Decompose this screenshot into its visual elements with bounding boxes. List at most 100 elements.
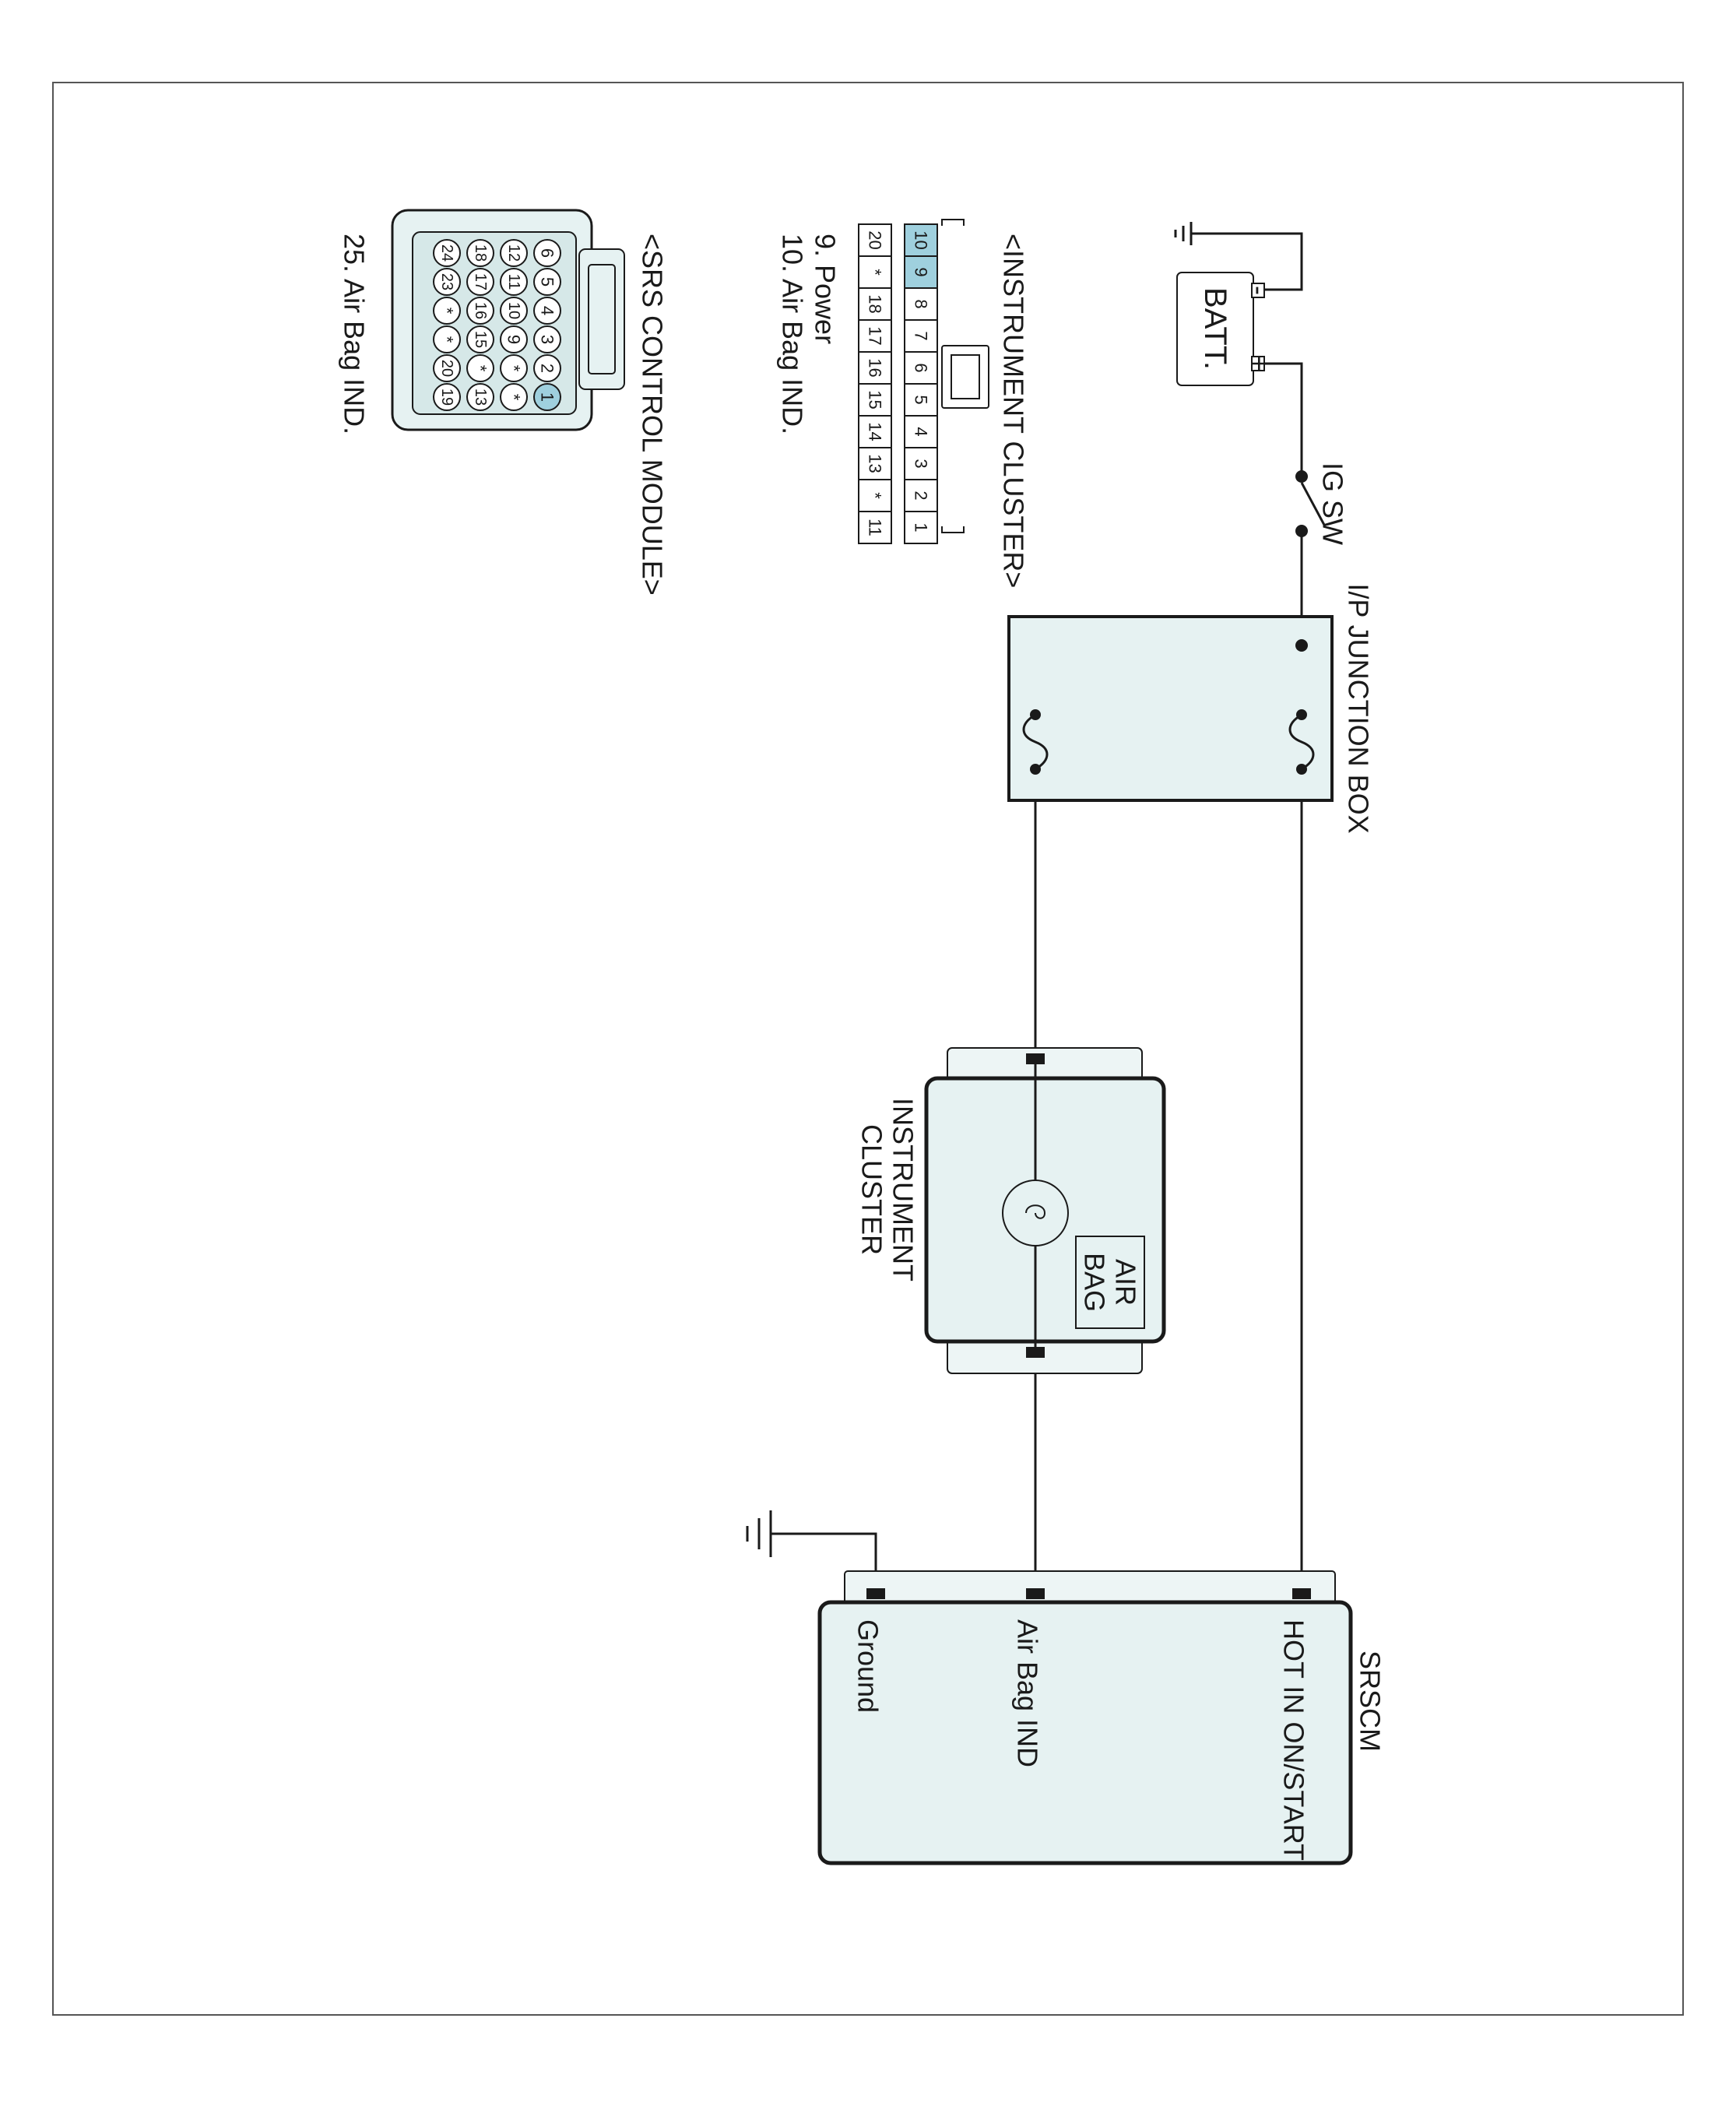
cluster-pin-label: 9 (912, 267, 931, 276)
cluster-terminal-airbag (1026, 1347, 1045, 1358)
srscm-ground-icon (746, 1510, 772, 1557)
srs-pin-cell (500, 354, 528, 382)
cluster-pin-cell (904, 351, 938, 385)
srscm-body (817, 1600, 1353, 1865)
cluster-pin-cell (904, 447, 938, 480)
srs-pin-label: 2 (538, 364, 557, 373)
srs-pin-label: 19 (438, 389, 455, 406)
srs-pin-label: 24 (438, 244, 455, 262)
ig-switch: IG SW (1295, 462, 1349, 545)
srs-pin-label: 4 (538, 306, 557, 315)
airbag-lamp-filament (1025, 1204, 1046, 1219)
battery-label: BATT. (1198, 287, 1232, 370)
srs-pin-label: 6 (538, 248, 557, 258)
srs-pin-label: 13 (472, 389, 489, 406)
cluster-pin-label: 10 (912, 230, 931, 249)
battery-pos-terminal (1251, 356, 1265, 371)
cluster-pin-cell (858, 255, 892, 289)
srs-pin-cell (533, 325, 561, 353)
srs-pin-cell (466, 325, 494, 353)
srs-pin-label: 3 (538, 335, 557, 344)
srs-pin-cell (500, 268, 528, 296)
cluster-pin-cell (904, 511, 938, 544)
srscm-terminal-airbag (1026, 1588, 1045, 1599)
cluster-pin-label: 8 (912, 299, 931, 308)
srs-pin-label: 18 (472, 244, 489, 262)
cluster-terminal-power (1026, 1053, 1045, 1064)
cluster-pin-label: 6 (912, 363, 931, 372)
srs-pin-label: * (471, 365, 490, 372)
srs-pin-label: 17 (472, 273, 489, 290)
junction-box-body (1007, 615, 1334, 802)
cluster-pin-label: 15 (866, 390, 885, 409)
srscm: HOT IN ON/START Air Bag IND Ground SRSCM (746, 1510, 1386, 1865)
srs-pin-label: 1 (538, 392, 557, 402)
srs-pin-cell (466, 383, 494, 411)
srs-pin-cell (500, 239, 528, 267)
fuse-2-icon (1022, 713, 1049, 771)
cluster-pin-label: 4 (912, 427, 931, 436)
srs-pin-cell (433, 268, 461, 296)
ig-switch-label: IG SW (1317, 462, 1349, 545)
srs-pin-cell (466, 239, 494, 267)
cluster-pin-label: 20 (866, 230, 885, 249)
cluster-label-2: CLUSTER (856, 1124, 888, 1255)
srs-pin-cell (433, 239, 461, 267)
cluster-pin-cell (858, 479, 892, 512)
cluster-pin-cell (904, 383, 938, 417)
srs-pin-cell (433, 383, 461, 411)
cluster-pin-cell (904, 287, 938, 321)
battery-neg-terminal (1251, 283, 1265, 298)
cluster-pin-label: 11 (866, 519, 885, 536)
srs-pin-cell (500, 297, 528, 325)
cluster-connector-clip-right (941, 526, 965, 533)
srs-connector-title: <SRS CONTROL MODULE> (637, 234, 669, 596)
srs-pin-label: 16 (472, 302, 489, 319)
srs-pin-cell (533, 297, 561, 325)
airbag-lamp-label-box (1075, 1236, 1145, 1329)
srs-pin-cell (533, 383, 561, 411)
srs-connector-lock (578, 248, 625, 390)
cluster-legend-2: 10. Air Bag IND. (777, 234, 809, 434)
cluster-pin-label: 17 (866, 326, 885, 345)
srs-pin-label: * (504, 365, 524, 372)
srs-pin-label: 20 (438, 360, 455, 377)
fuse-1-icon (1288, 713, 1315, 771)
ig-switch-terminal-a (1295, 470, 1308, 483)
srs-pin-label: 10 (505, 302, 522, 319)
cluster-pin-label: 18 (866, 294, 885, 313)
battery-ground-wire (1191, 232, 1303, 291)
srs-pin-cell (433, 297, 461, 325)
cluster-pin-cell (904, 479, 938, 512)
cluster-label-1: INSTRUMENT (887, 1098, 919, 1282)
cluster-connector-title: <INSTRUMENT CLUSTER> (998, 234, 1030, 588)
cluster-pin-label: 1 (912, 522, 931, 532)
srs-pin-cell (533, 268, 561, 296)
srs-pin-label: 11 (505, 274, 522, 290)
battery-neg-sign: - (1244, 286, 1276, 295)
cluster-connector-latch-inner (951, 354, 980, 399)
srs-pin-cell (500, 325, 528, 353)
cluster-pin-label: 7 (912, 331, 931, 340)
srs-pin-label: * (438, 308, 457, 315)
cluster-connector-latch (941, 345, 989, 409)
ig-switch-terminal-b (1295, 525, 1308, 537)
junction-box: I/P JUNCTION BOX (1007, 583, 1375, 834)
cluster-pin-label: 14 (866, 422, 885, 441)
page-frame (52, 82, 1684, 2016)
battery: - + BATT. (1174, 222, 1276, 386)
cluster-pin-cell (858, 511, 892, 544)
srs-pin-cell (533, 354, 561, 382)
battery-positive-wire (1261, 362, 1303, 476)
battery-body (1176, 272, 1254, 386)
srscm-pin-airbag-label: Air Bag IND (1012, 1619, 1044, 1767)
srs-pin-cell (533, 239, 561, 267)
cluster-pin-label: 3 (912, 459, 931, 468)
cluster-pin-cell (904, 255, 938, 289)
airbag-lamp-label-1: AIR (1110, 1259, 1142, 1306)
cluster-pin-label: * (866, 492, 885, 499)
cluster-pin-label: 13 (866, 454, 885, 473)
